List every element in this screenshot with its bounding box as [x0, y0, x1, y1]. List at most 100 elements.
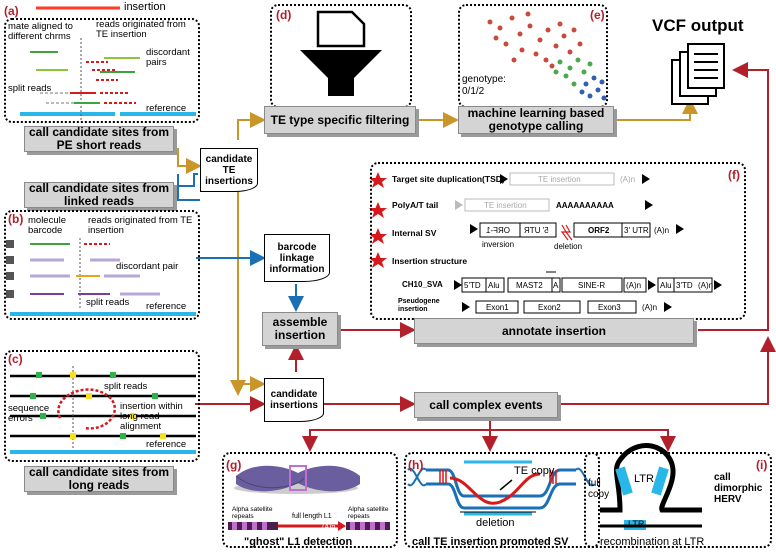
panel-i-letter: (i): [756, 458, 768, 472]
panel-c-split-label: split reads: [104, 381, 148, 392]
tsd3-label: 3'TD: [676, 281, 693, 290]
panel-a-letter: (a): [4, 4, 19, 18]
discordant-pairs-label: discordant pairs: [146, 47, 190, 68]
an-label-1: (A)n: [620, 175, 636, 184]
annotate-insertion-box[interactable]: annotate insertion: [414, 318, 694, 344]
herv-graphic: [600, 443, 702, 530]
chromosome-graphic: [228, 465, 390, 531]
te-insertion-label-2: TE insertion: [484, 201, 527, 210]
genotype-scatter: [487, 11, 607, 101]
vcf-docs-icon: [671, 43, 725, 105]
panel-f-frame: [370, 162, 746, 320]
te-insertion-label-1: TE insertion: [538, 175, 581, 184]
ltr-label-bottom: LTR: [628, 519, 645, 529]
panel-f-schematic: [369, 172, 722, 314]
deletion-label-h: deletion: [476, 517, 515, 529]
alu-label-2: Alu: [660, 281, 672, 290]
long-reads-box[interactable]: call candidate sites from long reads: [24, 466, 174, 492]
panel-b-reference-label: reference: [146, 301, 187, 312]
exon2-label: Exon2: [538, 303, 561, 312]
panel-d-letter: (d): [276, 8, 292, 22]
sine-r-label: SINE-R: [578, 281, 606, 290]
orf1-label: ORF-1: [486, 226, 510, 235]
full-copy-label: full copy: [588, 478, 610, 500]
panel-g-frame: [222, 452, 398, 548]
polya-label: PolyA/T tail: [392, 200, 439, 210]
panel-h-frame: [404, 452, 600, 548]
panel-b-letter: (b): [8, 212, 24, 226]
assemble-insertion-box[interactable]: assemble insertion: [262, 312, 338, 346]
sequence-errors-label: sequence errors: [8, 403, 50, 424]
te-copy-label: TE copy: [514, 465, 555, 477]
deletion-label-f: deletion: [554, 242, 583, 251]
orange-flow-arrows: [177, 98, 698, 396]
candidate-insertions-doc: candidate insertions: [264, 378, 324, 422]
panel-e-letter: (e): [590, 8, 605, 22]
dimorphic-herv-label: call dimorphic HERV: [714, 472, 763, 505]
an-label-3: (A)n: [654, 226, 670, 235]
an-label-5: (A)n: [698, 281, 714, 290]
panel-b-discordant-label: discordant pair: [116, 261, 179, 272]
mate-label: mate aligned to different chrms: [8, 21, 73, 42]
panel-g-letter: (g): [226, 458, 242, 472]
utr5-label: 5' UTR: [524, 226, 549, 235]
ltr-label-top: LTR: [634, 473, 654, 485]
vcf-output-label: VCF output: [652, 16, 744, 35]
genotype-label: genotype: 0/1/2: [462, 74, 506, 97]
promoted-sv-caption: call TE insertion promoted SV: [412, 536, 569, 548]
candidate-te-doc: candidate TE insertions: [200, 148, 258, 192]
panel-h-letter: (h): [408, 458, 424, 472]
alu-label-1: Alu: [488, 281, 500, 290]
panel-c-letter: (c): [8, 352, 23, 366]
panel-c-frame: [4, 350, 200, 462]
red-flow-arrows: [195, 62, 776, 452]
alpha-label-1: Alpha satellite repeats: [232, 506, 273, 520]
pe-short-reads-box[interactable]: call candidate sites from PE short reads: [24, 126, 174, 152]
sv-graphic: [407, 460, 595, 516]
long-read-insertion-label: insertion within long read alignment: [120, 401, 183, 432]
blue-flow-arrows: [177, 173, 304, 312]
exon1-label: Exon1: [486, 303, 509, 312]
te-filtering-box[interactable]: TE type specific filtering: [264, 106, 416, 134]
panel-c-graphics: [10, 366, 196, 454]
panel-b-reads-label: reads originated from TE insertion: [88, 215, 193, 236]
panel-b-frame: [4, 210, 200, 320]
panel-c-reference-label: reference: [146, 439, 187, 450]
barcode-linkage-doc: barcode linkage information: [264, 234, 330, 282]
ch10-label: CH10_SVA: [402, 280, 443, 289]
panel-i-frame: [584, 452, 772, 548]
panel-b-split-label: split reads: [86, 297, 130, 308]
filter-icon: [300, 10, 382, 96]
utr3-label: 3' UTR: [624, 226, 649, 235]
orf2-label: ORF2: [588, 226, 610, 235]
internal-sv-label: Internal SV: [392, 228, 437, 238]
exon3-label: Exon3: [598, 303, 621, 312]
complex-events-box[interactable]: call complex events: [414, 392, 558, 418]
tsd5-label: 5'TD: [464, 281, 481, 290]
reference-label: reference: [146, 103, 187, 114]
molecule-barcode-label: molecule barcode: [28, 215, 67, 236]
a-label: A: [553, 281, 559, 290]
panel-a-frame: [4, 18, 200, 123]
an-label-6: (A)n: [642, 303, 658, 312]
polya-seq: AAAAAAAAAA: [556, 201, 614, 210]
ghost-l1-caption: "ghost" L1 detection: [244, 536, 353, 548]
panel-f-letter: (f): [728, 168, 740, 182]
panel-a-graphics: [20, 6, 196, 120]
pseudogene-label: Pseudogene insertion: [398, 298, 440, 313]
linked-reads-box[interactable]: call candidate sites from linked reads: [24, 182, 174, 208]
panel-b-graphics: [6, 238, 196, 316]
genotype-calling-box[interactable]: machine learning based genotype calling: [458, 106, 614, 134]
recombination-caption: recombination at LTR: [600, 536, 705, 548]
mast2-label: MAST2: [516, 281, 543, 290]
l1-an-label: (A)n: [322, 524, 336, 531]
reads-origin-label: reads originated from TE insertion: [96, 19, 186, 40]
structure-label: Insertion structure: [392, 256, 468, 266]
alpha-label-2: Alpha satellite repeats: [348, 506, 389, 520]
inversion-label: inversion: [482, 240, 515, 249]
tsd-label: Target site duplication(TSD): [392, 174, 505, 184]
insertion-label: insertion: [124, 1, 166, 13]
split-reads-label: split reads: [8, 83, 52, 94]
an-label-4: (A)n: [626, 281, 642, 290]
